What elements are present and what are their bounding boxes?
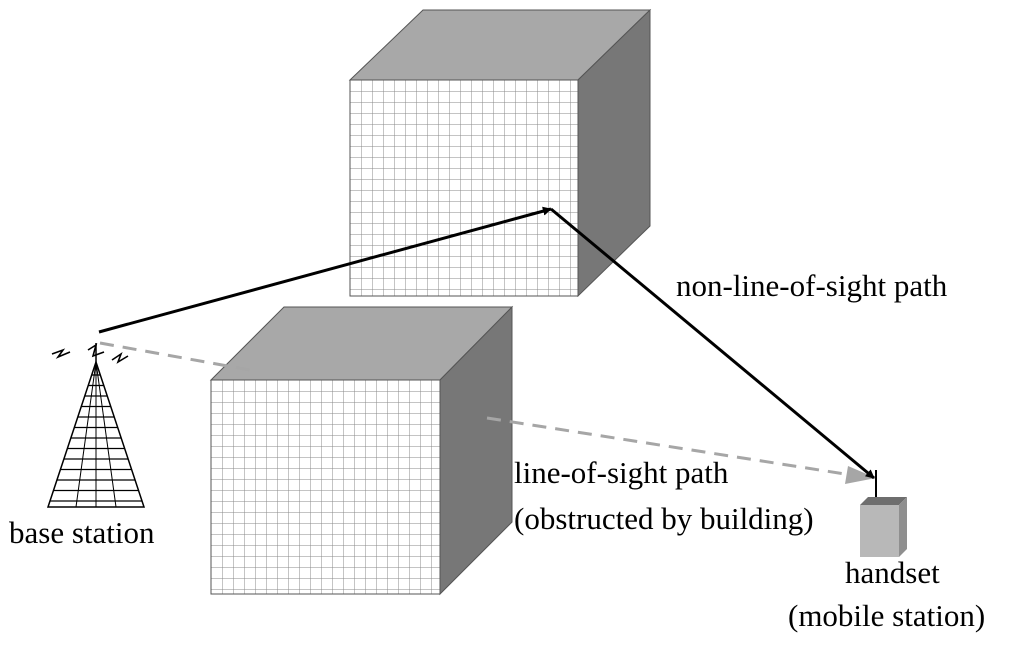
base-station-label: base station — [9, 515, 155, 550]
nlos-path-label: non-line-of-sight path — [676, 268, 948, 303]
building-front — [209, 305, 514, 596]
los-path-label-line2: (obstructed by building) — [514, 501, 814, 536]
handset-top — [860, 497, 907, 505]
nlos-path-incident — [98, 206, 552, 334]
radio-tower-icon — [46, 343, 146, 508]
handset-label-line2: (mobile station) — [788, 598, 986, 633]
nlos-path — [98, 206, 875, 480]
handset-side — [899, 497, 907, 557]
handset-label-line1: handset — [845, 555, 940, 590]
mobile-handset-icon — [860, 470, 907, 557]
building-back-front — [349, 79, 579, 297]
building-front-front — [210, 379, 441, 595]
nlos-path-reflected — [550, 207, 875, 480]
los-path-label-line1: line-of-sight path — [514, 455, 729, 490]
los-path-arrowhead — [845, 466, 876, 484]
building-back — [348, 8, 652, 298]
los-path-segment-1 — [99, 341, 251, 372]
los-path — [99, 341, 876, 484]
handset-front — [860, 505, 899, 557]
los-path-segment-2 — [486, 416, 846, 476]
signal-zigzag-icon — [51, 343, 129, 364]
